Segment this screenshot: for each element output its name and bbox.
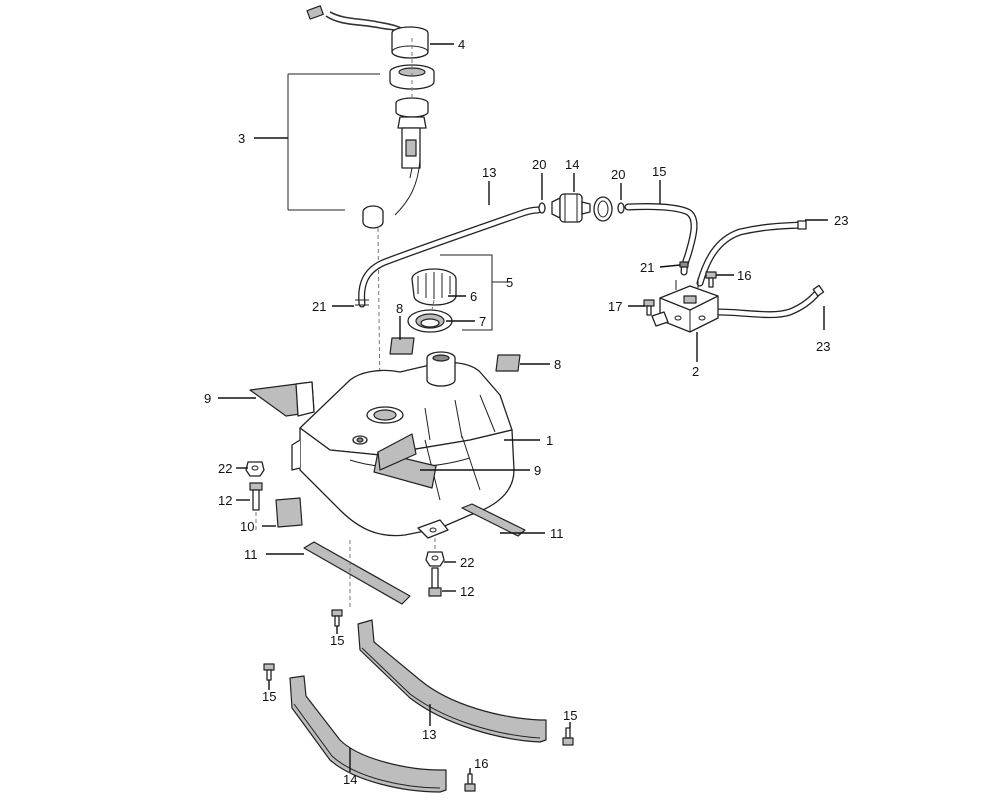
fuel-sender-cap-4 (306, 5, 429, 59)
callout-15-b: 15 (262, 689, 276, 704)
callout-5: 5 (506, 275, 513, 290)
callout-21-right: 21 (640, 260, 654, 275)
pad-8-right (495, 354, 521, 372)
callout-10: 10 (240, 519, 254, 534)
hose-clamp-ring (593, 196, 613, 222)
fuel-filter-18 (551, 193, 591, 223)
callout-7: 7 (479, 314, 486, 329)
callout-21-left: 21 (312, 299, 326, 314)
pad-9-center (373, 433, 437, 489)
bolt-15-a (331, 609, 343, 627)
pad-10 (275, 497, 303, 528)
bolt-12-left (249, 482, 263, 511)
callout-15-a: 15 (330, 633, 344, 648)
callout-4: 4 (458, 37, 465, 52)
callout-22-left: 22 (218, 461, 232, 476)
fuel-hose-17 (355, 206, 542, 308)
callout-16-left: 17 (608, 299, 622, 314)
callout-13-number: 13 (422, 727, 436, 742)
hose-clamp-21-right (679, 261, 689, 268)
hose-clamp-20-left (538, 202, 546, 214)
fuel-tank-1 (291, 351, 515, 539)
pad-9-left (249, 381, 315, 417)
callout-16-upper: 16 (737, 268, 751, 283)
hose-clamp-20-right (617, 202, 625, 214)
callout-8-left: 8 (396, 301, 403, 316)
fuel-filler-cap-6 (411, 268, 457, 306)
callout-22-right: 22 (460, 555, 474, 570)
pad-11-lower (303, 541, 411, 605)
filler-gasket-7 (407, 309, 453, 333)
nut-22-right (425, 551, 445, 567)
bolt-16-upper (705, 271, 717, 288)
pad-8-left (389, 337, 415, 355)
nut-22-left (245, 461, 265, 477)
callout-9-center: 9 (534, 463, 541, 478)
bolt-12-right (428, 567, 442, 597)
callout-12-left: 12 (218, 493, 232, 508)
callout-23-lower: 23 (816, 339, 830, 354)
callout-6: 6 (470, 289, 477, 304)
callout-14-number: 14 (343, 772, 357, 787)
fuel-hose-23-lower (714, 284, 825, 319)
callout-2: 2 (692, 364, 699, 379)
callout-17: 13 (482, 165, 496, 180)
bolt-16-left (643, 299, 655, 316)
bolt-15-b (263, 663, 275, 681)
tank-strap-14 (289, 675, 447, 793)
callout-9-left: 9 (204, 391, 211, 406)
tank-strap-13 (357, 619, 547, 743)
callout-12-right: 12 (460, 584, 474, 599)
bolt-15-d (464, 773, 476, 792)
callout-3: 3 (238, 131, 245, 146)
callout-15-c: 15 (563, 708, 577, 723)
callout-20-right: 20 (611, 167, 625, 182)
callout-11-right: 11 (550, 526, 564, 541)
callout-18: 14 (565, 157, 579, 172)
callout-15-d: 16 (474, 756, 488, 771)
callout-8-right: 8 (554, 357, 561, 372)
fuel-sender-assembly-3 (362, 38, 435, 401)
bolt-15-c (562, 727, 574, 746)
callout-1: 1 (546, 433, 553, 448)
callout-19: 15 (652, 164, 666, 179)
callout-20-left: 20 (532, 157, 546, 172)
leader-lines (218, 43, 828, 774)
callout-23-upper: 23 (834, 213, 848, 228)
callout-11-left: 11 (244, 547, 258, 562)
fuel-hose-23-upper (696, 220, 807, 287)
pad-11-right (461, 503, 526, 537)
fuel-pump-2 (651, 278, 719, 333)
